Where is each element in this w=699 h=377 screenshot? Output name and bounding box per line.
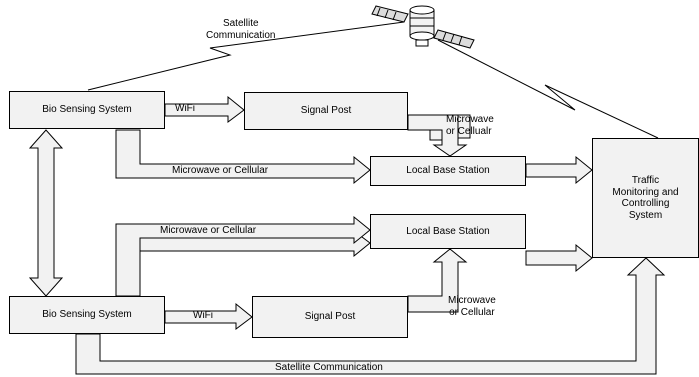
microwave-cellular-label-bottom: Microwave or Cellular xyxy=(448,295,496,319)
wifi-label-bottom: WiFi xyxy=(193,310,213,321)
satellite-communication-label-top: Satellite Communication xyxy=(206,18,275,42)
bio-bidirectional-arrow xyxy=(28,129,64,297)
microwave-cellular-bottom-line2: or Cellular xyxy=(449,307,495,318)
bio-sensing-system-top-label: Bio Sensing System xyxy=(42,104,132,116)
satellite-link-right xyxy=(437,39,659,139)
local-base-station-bottom: Local Base Station xyxy=(370,214,526,249)
signal-post-top: Signal Post xyxy=(244,92,408,130)
satellite-communication-label-bottom: Satellite Communication xyxy=(275,362,383,373)
local-base-station-top: Local Base Station xyxy=(370,156,526,186)
microwave-cellualr-label: Microwave or Cellualr xyxy=(446,114,494,138)
signal-post-bottom-label: Signal Post xyxy=(304,311,356,323)
satellite-label-line1: Satellite xyxy=(222,18,259,29)
satellite-icon xyxy=(371,5,475,49)
microwave-cellular-bottom-line1: Microwave xyxy=(448,295,496,306)
traffic-label-line3: Controlling xyxy=(621,198,670,209)
microwave-cellualr-line2: or Cellualr xyxy=(446,126,492,137)
signal-to-base-connector-top xyxy=(407,114,468,157)
wifi-arrow-top xyxy=(164,95,245,123)
local-base-station-bottom-label: Local Base Station xyxy=(406,225,490,237)
satellite-link-left xyxy=(87,21,405,91)
microwave-cellular-label-top: Microwave or Cellular xyxy=(172,165,269,176)
bio-sensing-system-bottom: Bio Sensing System xyxy=(9,296,165,334)
traffic-label-line4: System xyxy=(628,209,663,221)
micro-cell-arrow-mid xyxy=(116,230,371,297)
wifi-arrow-bottom xyxy=(164,302,253,330)
base-bottom-to-traffic-arrow xyxy=(525,243,593,273)
microwave-cellular-label-mid: Microwave or Cellular xyxy=(160,225,257,236)
local-base-station-top-label: Local Base Station xyxy=(406,165,490,177)
bio-sensing-system-top: Bio Sensing System xyxy=(9,91,165,129)
satellite-bottom-path xyxy=(75,257,666,375)
wifi-label-top: WiFi xyxy=(175,103,195,114)
base-top-to-traffic-arrow xyxy=(525,155,593,185)
traffic-label-line1: Traffic xyxy=(631,175,660,186)
signal-post-top-label: Signal Post xyxy=(300,105,352,117)
signal-to-base-connector-bottom xyxy=(407,248,468,313)
traffic-label-line2: Monitoring and xyxy=(612,186,679,198)
satellite-label-line2: Communication xyxy=(206,30,276,41)
signal-post-bottom: Signal Post xyxy=(252,296,408,338)
micro-cell-arrow-top xyxy=(115,129,371,185)
bio-sensing-system-bottom-label: Bio Sensing System xyxy=(42,309,132,321)
traffic-monitoring-system: Traffic Monitoring and Controlling Syste… xyxy=(592,138,699,258)
microwave-cellualr-line1: Microwave xyxy=(446,114,494,125)
